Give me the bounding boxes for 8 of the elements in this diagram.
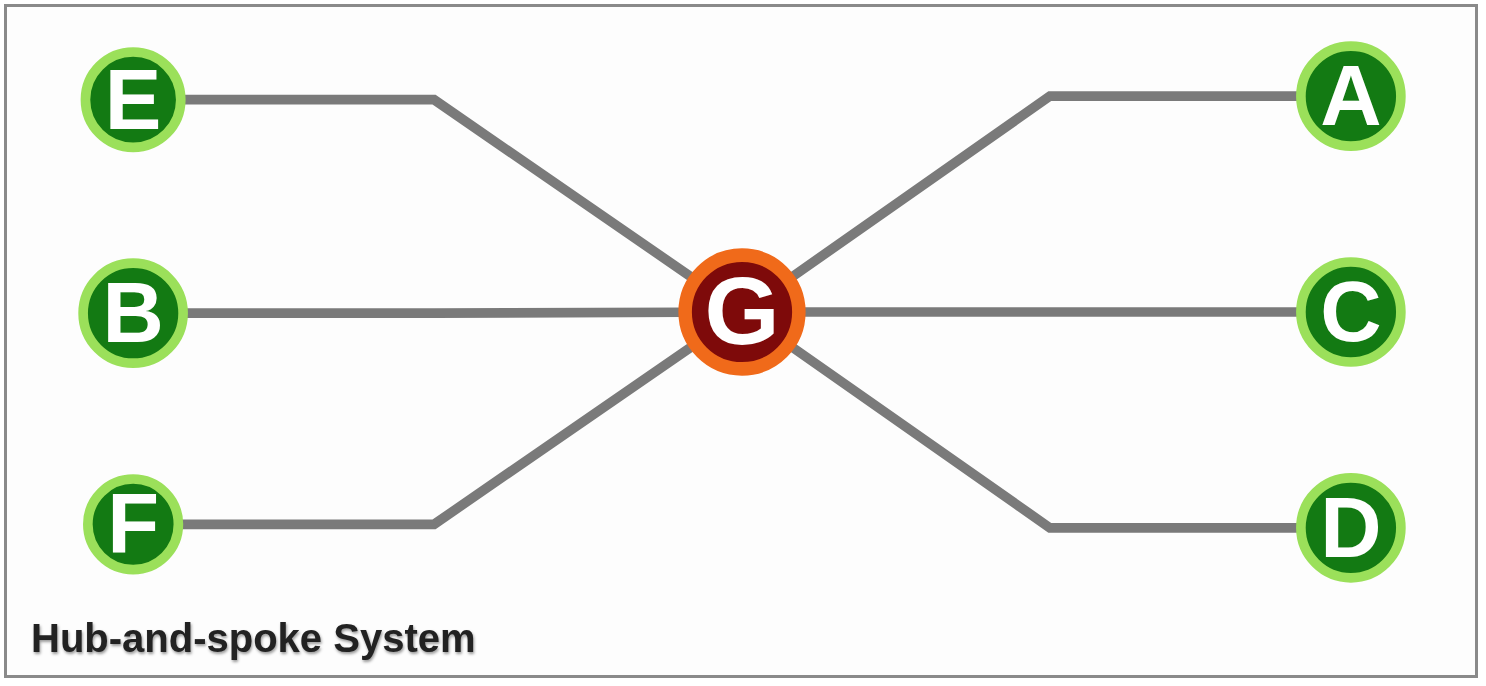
node-circle: D bbox=[1296, 473, 1406, 583]
diagram-caption: Hub-and-spoke System bbox=[31, 616, 476, 661]
node-circle: F bbox=[83, 474, 184, 575]
node-circle: G bbox=[678, 248, 806, 376]
node-circle: A bbox=[1296, 41, 1406, 151]
node-circle: E bbox=[80, 47, 186, 153]
node-circle: C bbox=[1296, 257, 1406, 367]
node-circle: B bbox=[78, 258, 188, 368]
